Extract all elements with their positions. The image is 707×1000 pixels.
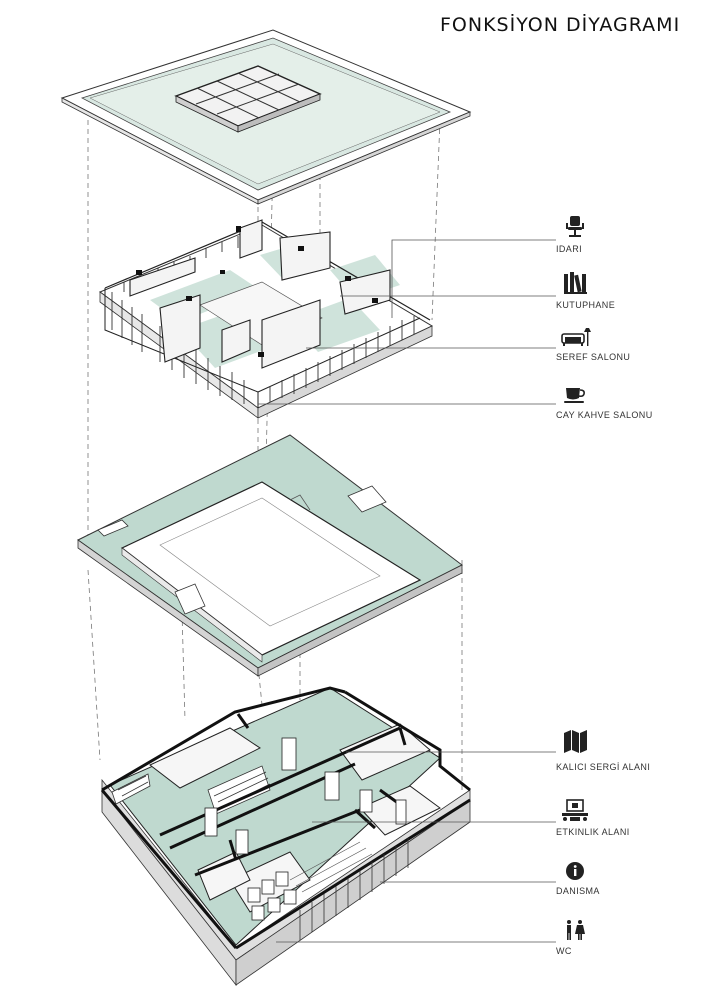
leader-lines [258,239,556,943]
label-idari: IDARI [556,244,583,254]
roof-layer [60,29,472,205]
label-cay-kahve-salonu: CAY KAHVE SALONU [556,410,653,420]
books-icon [564,272,587,294]
info-icon [566,862,584,880]
restroom-icon [567,920,585,940]
skylight [174,65,322,133]
label-kutuphane: KUTUPHANE [556,300,616,310]
label-danisma: DANISMA [556,886,600,896]
ground-floor-layer [100,686,471,987]
label-kalici-sergi-alani: KALICI SERGİ ALANI [556,762,651,772]
sofa-icon [561,328,591,346]
coffee-cup-icon [564,388,585,403]
legend-icons [561,216,591,940]
diagram-title: FONKSİYON DİYAGRAMI [440,14,681,36]
office-chair-icon [566,216,584,237]
label-wc: WC [556,946,572,956]
presentation-icon [562,799,588,821]
label-seref-salonu: SEREF SALONU [556,352,631,362]
folded-map-icon [564,730,587,753]
upper-floor-layer [98,219,434,419]
mezzanine-layer [77,434,463,677]
label-etkinlik-alani: ETKINLIK ALANI [556,827,630,837]
